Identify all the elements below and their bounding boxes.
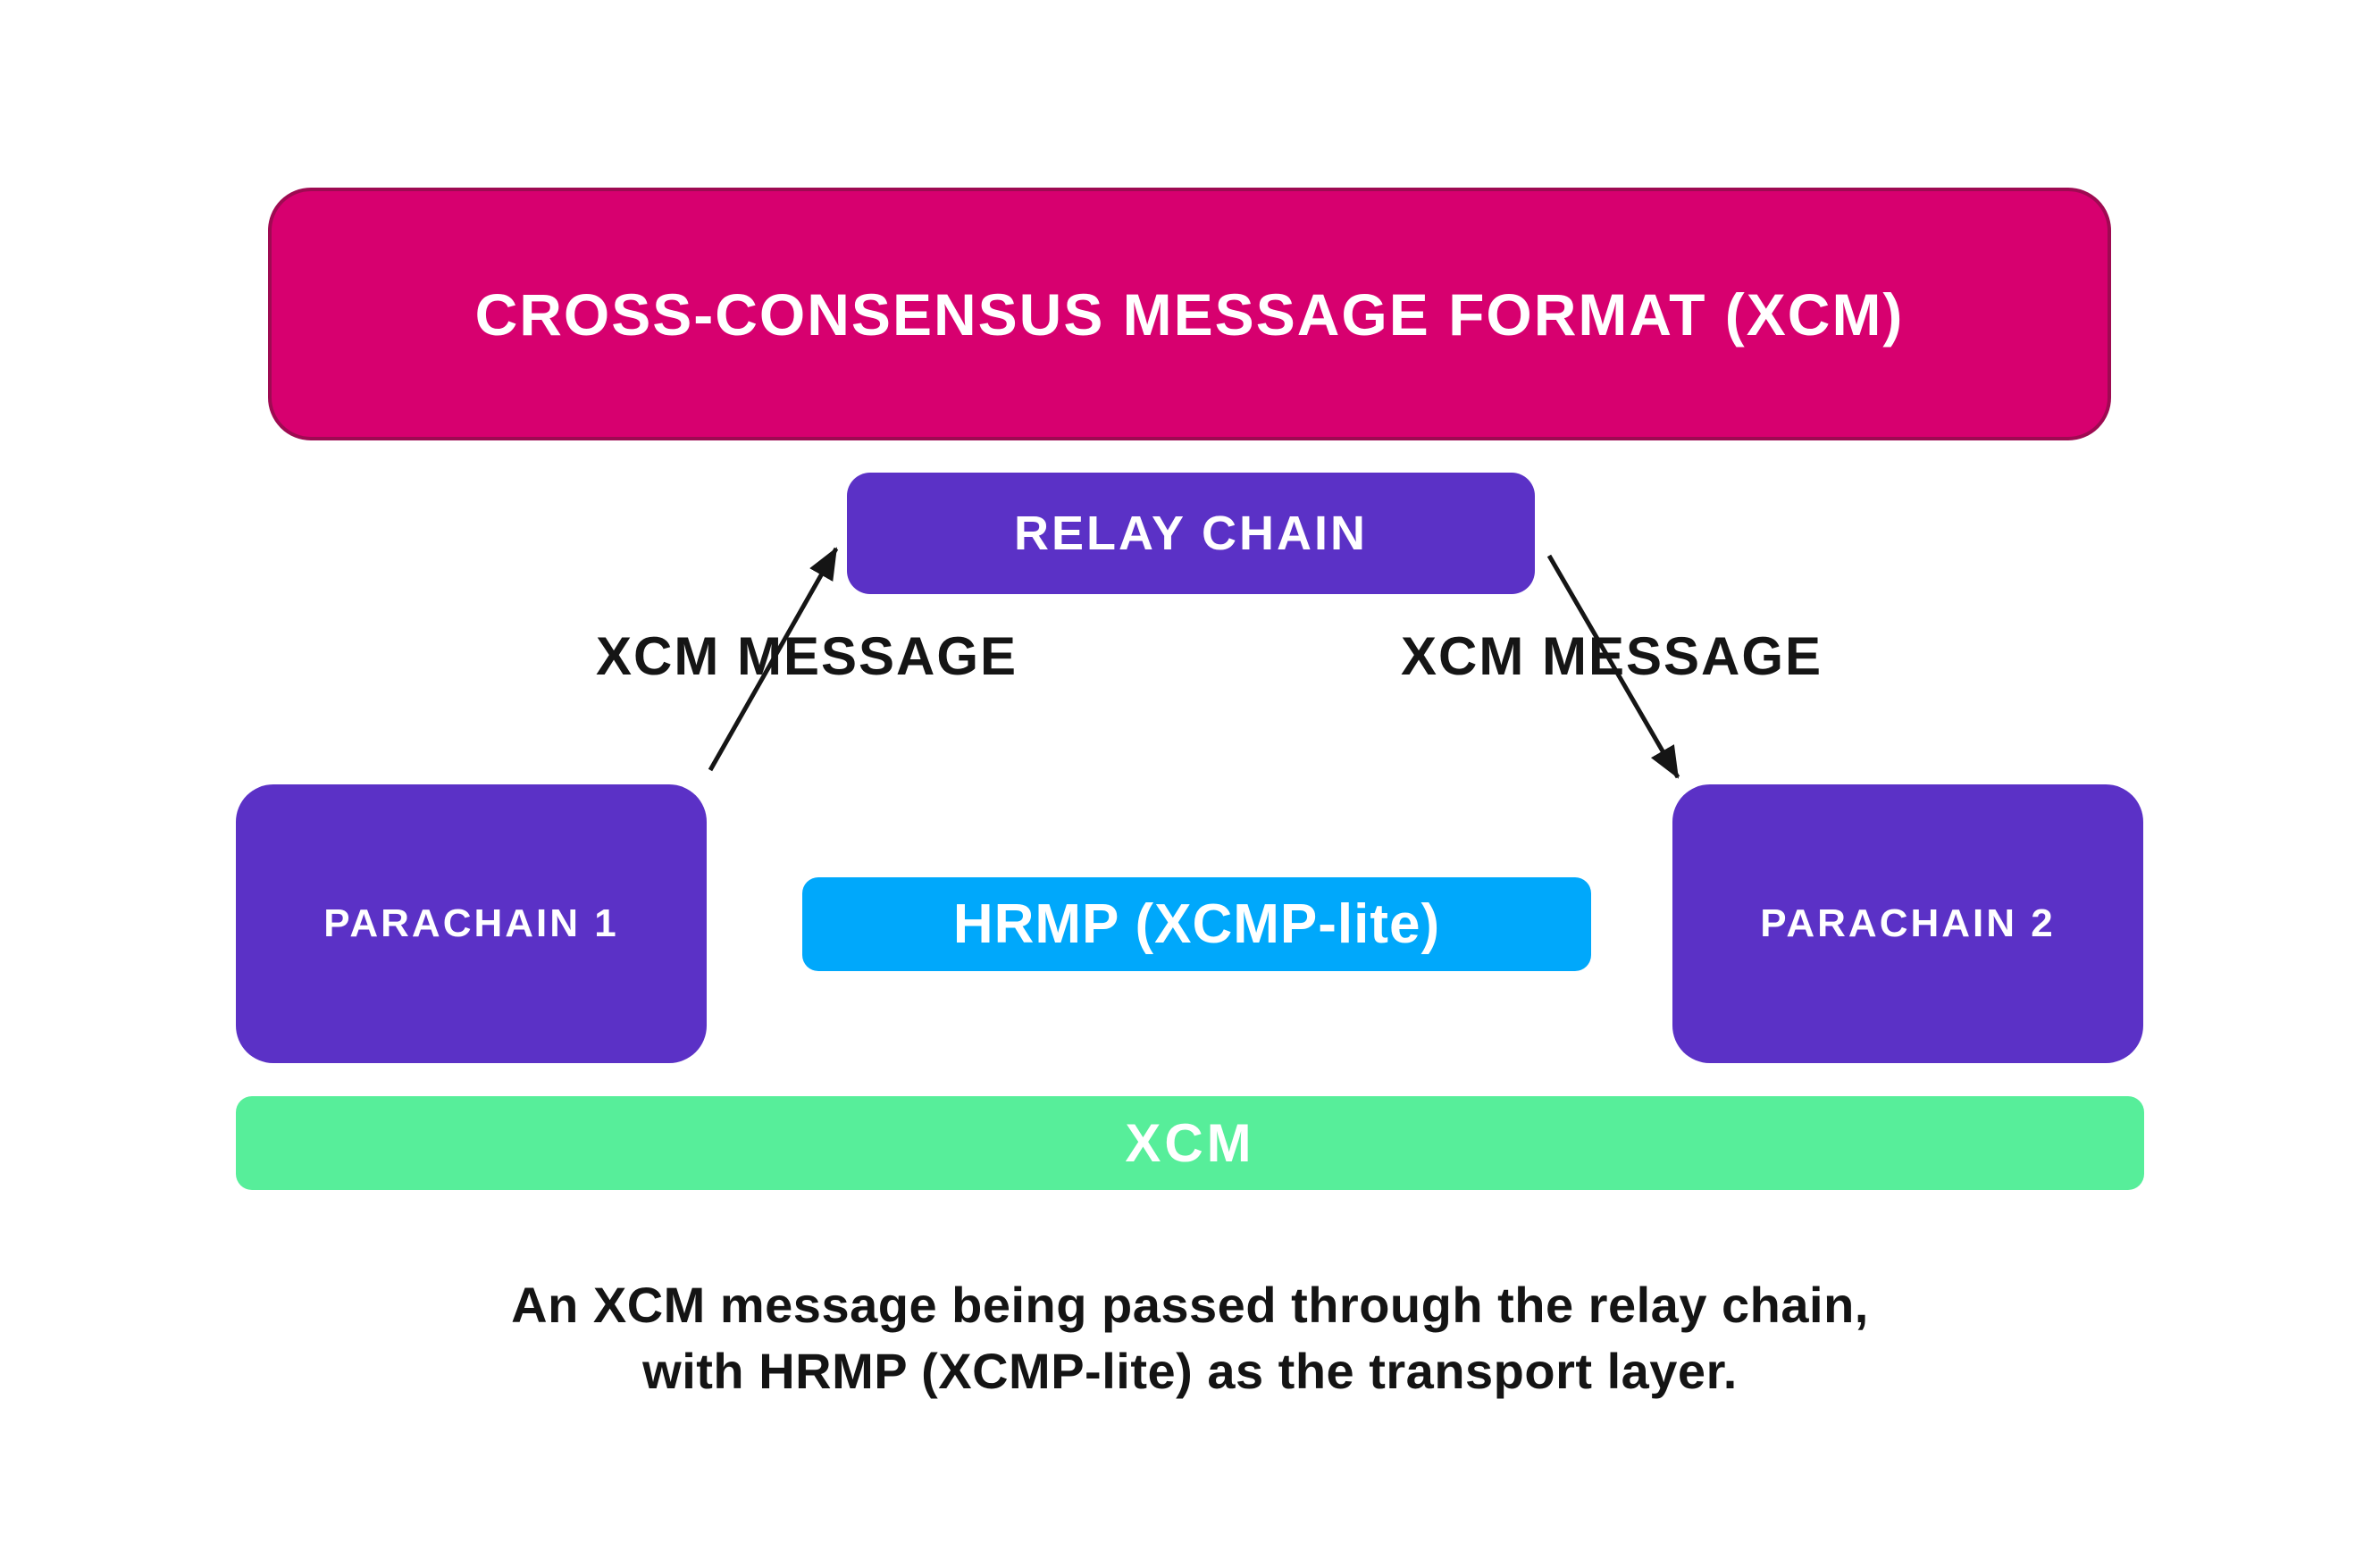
xcm-message-label-right: XCM MESSAGE <box>1400 626 1823 686</box>
parachain-1-label: PARACHAIN 1 <box>323 901 619 945</box>
hrmp-box: HRMP (XCMP-lite) <box>802 877 1591 971</box>
parachain-2-label: PARACHAIN 2 <box>1760 901 2056 945</box>
xcm-layer-label: XCM <box>1125 1113 1255 1173</box>
caption-line-1: An XCM message being passed through the … <box>511 1277 1869 1333</box>
parachain-2-box: PARACHAIN 2 <box>1672 784 2143 1063</box>
xcm-message-label-left: XCM MESSAGE <box>595 626 1018 686</box>
caption-line-2: with HRMP (XCMP-lite) as the transport l… <box>642 1343 1738 1399</box>
relay-chain-label: RELAY CHAIN <box>1013 507 1369 560</box>
xcm-layer-bar: XCM <box>236 1096 2144 1190</box>
xcm-format-label: CROSS-CONSENSUS MESSAGE FORMAT (XCM) <box>474 281 1905 348</box>
relay-chain-box: RELAY CHAIN <box>847 473 1535 594</box>
parachain-1-box: PARACHAIN 1 <box>236 784 707 1063</box>
diagram-caption: An XCM message being passed through the … <box>0 1272 2380 1404</box>
hrmp-label: HRMP (XCMP-lite) <box>952 893 1441 955</box>
xcm-format-box: CROSS-CONSENSUS MESSAGE FORMAT (XCM) <box>268 188 2111 440</box>
